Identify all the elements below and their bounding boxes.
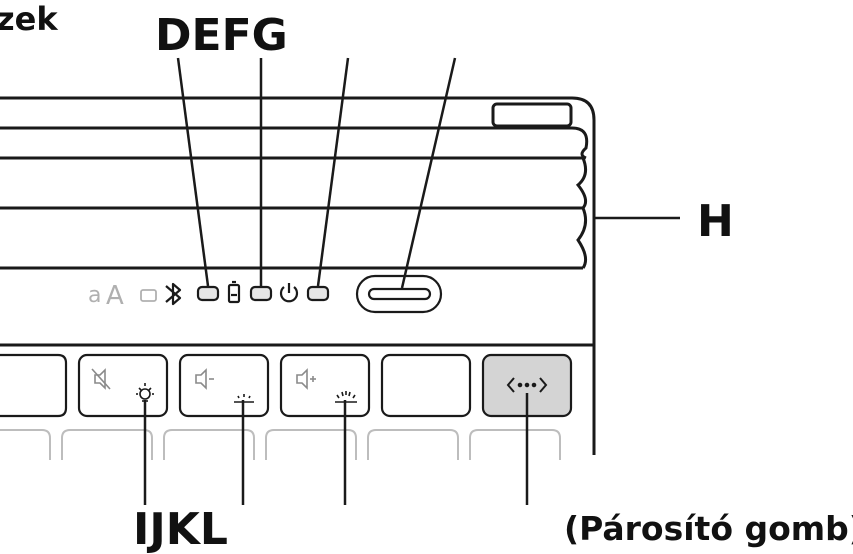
pill-switch-inner — [367, 287, 432, 301]
body-top-edge — [0, 96, 596, 455]
bluetooth-icon — [165, 282, 182, 306]
indicator-row: a A — [88, 274, 443, 314]
power-icon — [279, 283, 299, 303]
label-top-left-fragment: zek — [0, 0, 58, 38]
pill-switch-outer — [355, 274, 443, 314]
text-size-large-icon: A — [106, 281, 124, 311]
callout-lines — [143, 57, 680, 505]
key-blank[interactable] — [380, 353, 472, 418]
leader-bluetooth-led — [176, 57, 210, 287]
key-mute-brightness[interactable] — [77, 353, 169, 418]
label-pairing-button: (Párosító gomb) — [564, 509, 853, 548]
keyboard-icon — [140, 289, 157, 302]
label-ijkl: IJKL — [133, 504, 228, 554]
body-layer-1 — [0, 126, 589, 160]
keyboard-body — [0, 96, 596, 455]
key-volume-up[interactable] — [279, 353, 371, 418]
text-size-small-icon: a — [88, 283, 101, 308]
body-layer-3 — [0, 206, 588, 269]
brightness-icon — [136, 383, 154, 402]
leader-power-led — [316, 57, 350, 287]
battery-icon — [227, 280, 241, 304]
led-bluetooth — [196, 285, 220, 302]
function-key-icons — [91, 368, 548, 403]
pairing-arrows-icon — [506, 377, 548, 393]
lower-key-row — [0, 429, 561, 460]
led-power — [306, 285, 330, 302]
lower-key-4 — [265, 429, 357, 460]
key-partial-left — [0, 353, 68, 418]
label-defg: DEFG — [155, 10, 288, 61]
lower-key-5 — [367, 429, 459, 460]
lower-key-6 — [469, 429, 561, 460]
key-volume-down[interactable] — [178, 353, 270, 418]
led-battery — [249, 285, 273, 302]
volume-down-icon — [195, 368, 214, 390]
body-layer-2 — [0, 156, 588, 209]
lower-key-3 — [163, 429, 255, 460]
volume-up-icon — [296, 368, 316, 390]
lower-key-2 — [61, 429, 153, 460]
function-key-row — [0, 353, 573, 418]
mute-icon — [91, 368, 111, 390]
lower-key-1 — [0, 429, 51, 460]
label-h: H — [697, 196, 734, 247]
leader-switch — [400, 57, 457, 289]
body-tab — [491, 102, 573, 128]
